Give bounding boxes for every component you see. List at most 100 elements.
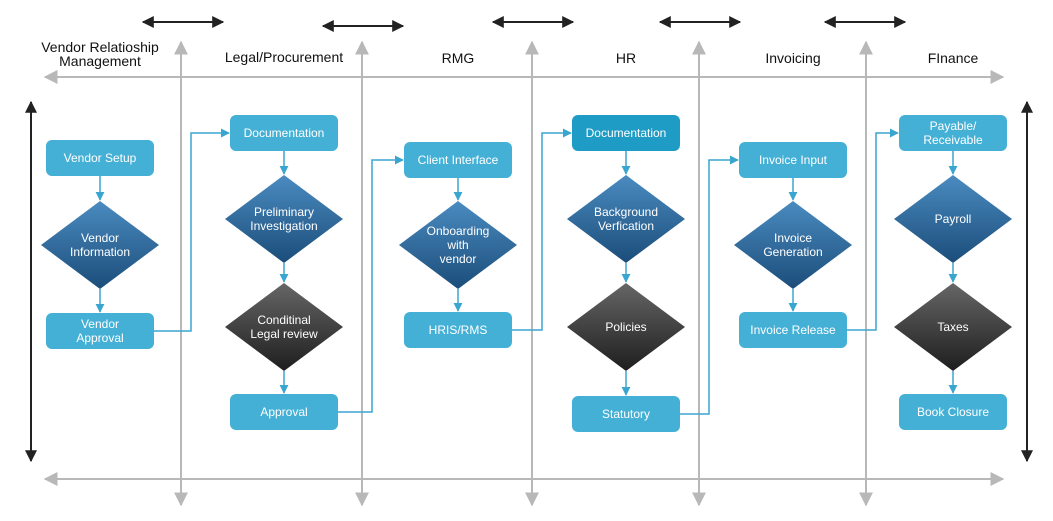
decision-diamond-shape [567, 283, 685, 371]
lane-title-line: FInance [928, 50, 979, 66]
node-label-line: Information [70, 245, 130, 259]
node-label: Documentation [244, 126, 325, 140]
process-box-shape [899, 394, 1007, 430]
node-label-line: vendor [440, 252, 477, 266]
node-label: Book Closure [917, 405, 989, 419]
process-box: Statutory [572, 396, 680, 432]
process-box-shape [404, 142, 512, 178]
node-label-line: Invoice [774, 231, 812, 245]
decision-diamond-shape [225, 175, 343, 263]
guide-lines [25, 16, 1033, 507]
process-box: Approval [230, 394, 338, 430]
lane-title: Invoicing [765, 50, 820, 66]
node-label-line: Onboarding [427, 224, 490, 238]
node-label: Taxes [937, 320, 968, 334]
node-label: Payable/Receivable [923, 119, 983, 147]
node-label: Statutory [602, 407, 650, 421]
lane-title-line: Vendor Relatioship [41, 39, 159, 55]
node-label-line: Vendor [81, 231, 119, 245]
lane-connector [338, 155, 404, 413]
node-label: Vendor Setup [64, 151, 137, 165]
lane-title-line: Invoicing [765, 50, 820, 66]
connectors [95, 128, 958, 415]
process-box: Invoice Release [739, 312, 847, 348]
node-label-line: Documentation [244, 126, 325, 140]
process-box-shape [404, 312, 512, 348]
lane-title: Legal/Procurement [225, 49, 343, 65]
decision-diamond-shape [225, 283, 343, 371]
lane-title-line: HR [616, 50, 636, 66]
process-box-shape [899, 115, 1007, 151]
node-label: HRIS/RMS [429, 323, 488, 337]
decision-diamond-shape [567, 175, 685, 263]
process-box: Documentation [230, 115, 338, 151]
process-box-shape [572, 115, 680, 151]
node-label-line: Vendor Setup [64, 151, 137, 165]
node-label-line: Book Closure [917, 405, 989, 419]
process-box-shape [739, 142, 847, 178]
node-label-line: Policies [605, 320, 646, 334]
decision-diamond: Taxes [894, 283, 1012, 371]
node-label-line: Statutory [602, 407, 650, 421]
process-box-shape [230, 115, 338, 151]
node-label-line: Background [594, 205, 658, 219]
decision-diamond: Policies [567, 283, 685, 371]
node-label-line: Payroll [935, 212, 972, 226]
node-label: Documentation [586, 126, 667, 140]
process-box: HRIS/RMS [404, 312, 512, 348]
process-box: Client Interface [404, 142, 512, 178]
decision-diamond-shape [894, 283, 1012, 371]
node-label-line: Payable/ [930, 119, 977, 133]
process-box: Book Closure [899, 394, 1007, 430]
process-box-shape [572, 396, 680, 432]
decision-diamond-shape [734, 201, 852, 289]
node-label-line: Vendor [81, 317, 119, 331]
node-label: Approval [260, 405, 307, 419]
node-label-line: with [446, 238, 468, 252]
node-label-line: Investigation [250, 219, 317, 233]
node-label-line: Taxes [937, 320, 968, 334]
node-label-line: HRIS/RMS [429, 323, 488, 337]
node-label-line: Verfication [598, 219, 654, 233]
node-label-line: Client Interface [418, 153, 499, 167]
node-label-line: Approval [76, 331, 123, 345]
node-label-line: Invoice Input [759, 153, 828, 167]
node-label: Invoice Input [759, 153, 828, 167]
process-box: Invoice Input [739, 142, 847, 178]
decision-diamond-shape [894, 175, 1012, 263]
decision-diamond-shape [41, 201, 159, 289]
node-label-line: Conditinal [257, 313, 310, 327]
node-label: Policies [605, 320, 646, 334]
lane-connector [847, 128, 899, 331]
node-label-line: Legal review [250, 327, 318, 341]
process-box-shape [46, 140, 154, 176]
lane-connector [154, 128, 230, 332]
lane-connector [512, 128, 572, 331]
lane-title: HR [616, 50, 636, 66]
node-label-line: Invoice Release [750, 323, 836, 337]
node-label-line: Documentation [586, 126, 667, 140]
lane-title-line: Management [59, 53, 141, 69]
lane-title: RMG [442, 50, 475, 66]
node-label-line: Approval [260, 405, 307, 419]
process-box-shape [46, 313, 154, 349]
node-label: Invoice Release [750, 323, 836, 337]
process-box-shape [230, 394, 338, 430]
process-box: Vendor Setup [46, 140, 154, 176]
